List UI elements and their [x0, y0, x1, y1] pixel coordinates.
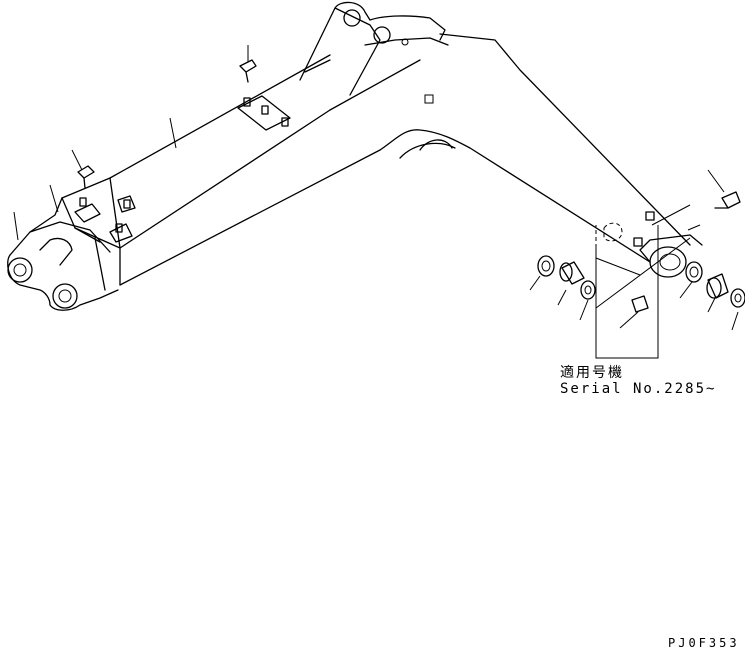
applicability-label: 適用号機: [560, 365, 624, 381]
boom-bracket: [299, 1, 449, 104]
clamp-plates: [74, 95, 291, 243]
drawing-code: PJ0F353: [668, 636, 740, 650]
bushings-right: [685, 261, 745, 308]
serial-number-label: Serial No.2285~: [560, 381, 717, 397]
grease-nipples: [77, 59, 741, 209]
arm-tip: [7, 197, 119, 311]
bushings-left: [537, 255, 596, 300]
leader-lines: [13, 45, 739, 331]
serial-detail-box: [595, 204, 691, 359]
rear-pin-boss: [633, 211, 703, 278]
